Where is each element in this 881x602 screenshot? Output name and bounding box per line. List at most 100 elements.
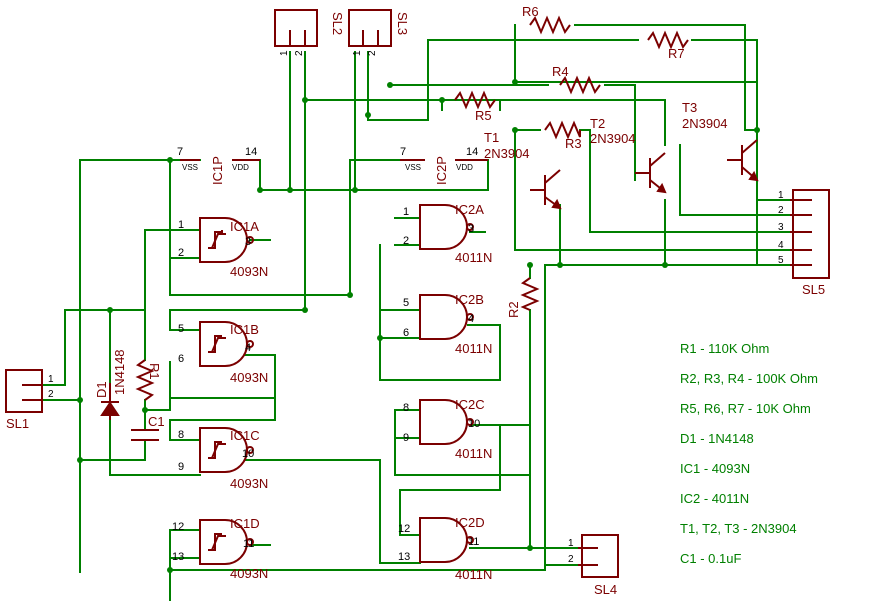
svg-text:2: 2 <box>48 389 54 400</box>
parts-list-item: T1, T2, T3 - 2N3904 <box>680 521 797 536</box>
svg-text:T3: T3 <box>682 100 697 115</box>
resistor-r7[interactable]: R7 <box>647 30 689 61</box>
svg-text:R1: R1 <box>147 363 162 380</box>
transistor-t3[interactable]: T3 2N3904 <box>682 100 759 182</box>
svg-text:14: 14 <box>466 146 478 158</box>
sl2-label: SL2 <box>330 12 345 35</box>
svg-text:IC2A: IC2A <box>455 202 484 217</box>
svg-text:2: 2 <box>367 50 378 56</box>
resistor-r3[interactable]: R3 <box>544 120 582 151</box>
svg-text:12: 12 <box>172 521 184 533</box>
svg-text:C1: C1 <box>148 414 165 429</box>
svg-text:8: 8 <box>178 429 184 441</box>
svg-text:2N3904: 2N3904 <box>484 146 530 161</box>
svg-text:4011N: 4011N <box>455 567 492 582</box>
gate-ic1c[interactable]: IC1C 4093N 8 9 10 <box>178 427 268 491</box>
sl3-label: SL3 <box>395 12 410 35</box>
svg-text:1N4148: 1N4148 <box>112 349 127 395</box>
ic1-power[interactable]: 7 14 VSS VDD IC1P <box>177 146 260 185</box>
svg-text:1: 1 <box>279 50 290 56</box>
svg-text:IC1A: IC1A <box>230 219 259 234</box>
svg-text:4093N: 4093N <box>230 476 268 491</box>
resistor-r6[interactable]: R6 <box>522 4 571 35</box>
svg-text:R3: R3 <box>565 136 582 151</box>
svg-text:IC1P: IC1P <box>210 156 225 185</box>
svg-text:VDD: VDD <box>232 163 249 172</box>
gate-ic1a[interactable]: IC1A 4093N 1 2 3 <box>178 217 268 279</box>
capacitor-c1[interactable]: C1 <box>131 414 165 441</box>
connector-sl2[interactable]: SL2 1 2 <box>274 9 345 56</box>
svg-text:1: 1 <box>403 206 409 218</box>
parts-list-item: R5, R6, R7 - 10K Ohm <box>680 401 811 416</box>
svg-text:11: 11 <box>243 538 254 550</box>
resistor-r2[interactable]: R2 <box>506 277 540 318</box>
parts-list-item: R2, R3, R4 - 100K Ohm <box>680 371 818 386</box>
parts-list-item: IC1 - 4093N <box>680 461 750 476</box>
connector-sl4[interactable]: SL4 1 2 <box>568 534 619 597</box>
svg-text:13: 13 <box>398 551 410 563</box>
svg-text:1: 1 <box>568 538 574 549</box>
svg-text:4: 4 <box>778 240 784 251</box>
parts-list: R1 - 110K Ohm R2, R3, R4 - 100K Ohm R5, … <box>680 341 818 566</box>
parts-list-item: D1 - 1N4148 <box>680 431 754 446</box>
transistor-t2[interactable]: T2 2N3904 <box>590 116 667 194</box>
svg-text:IC2B: IC2B <box>455 292 484 307</box>
svg-text:7: 7 <box>400 146 406 158</box>
svg-text:VSS: VSS <box>182 163 198 172</box>
svg-text:D1: D1 <box>94 381 109 398</box>
svg-text:IC1C: IC1C <box>230 428 260 443</box>
svg-text:VSS: VSS <box>405 163 421 172</box>
svg-text:1: 1 <box>778 190 784 201</box>
resistor-r4[interactable]: R4 <box>552 64 601 95</box>
gate-ic2b[interactable]: IC2B 4011N 5 6 4 <box>403 292 492 356</box>
connector-sl3[interactable]: SL3 1 2 <box>348 9 410 56</box>
gate-ic2a[interactable]: IC2A 4011N 1 2 3 <box>403 202 492 265</box>
gate-ic1d[interactable]: IC1D 4093N 12 13 11 <box>172 516 268 581</box>
svg-text:4093N: 4093N <box>230 566 268 581</box>
ic2-power[interactable]: 7 14 VSS VDD IC2P <box>400 146 488 185</box>
svg-text:4011N: 4011N <box>455 341 492 356</box>
svg-text:T2: T2 <box>590 116 605 131</box>
svg-text:9: 9 <box>403 432 409 444</box>
svg-text:VDD: VDD <box>456 163 473 172</box>
svg-text:5: 5 <box>778 255 784 266</box>
svg-text:12: 12 <box>398 523 410 535</box>
svg-text:R7: R7 <box>668 46 685 61</box>
svg-text:11: 11 <box>468 536 479 548</box>
sl1-label: SL1 <box>6 416 29 431</box>
diode-d1[interactable]: D1 1N4148 <box>94 349 127 420</box>
svg-text:7: 7 <box>177 146 183 158</box>
svg-text:R2: R2 <box>506 301 521 318</box>
svg-text:13: 13 <box>172 551 184 563</box>
svg-text:9: 9 <box>178 461 184 473</box>
connector-sl1[interactable]: SL1 1 2 <box>5 369 54 431</box>
svg-text:R4: R4 <box>552 64 569 79</box>
svg-text:8: 8 <box>403 402 409 414</box>
svg-text:IC2D: IC2D <box>455 515 485 530</box>
svg-text:2: 2 <box>403 235 409 247</box>
svg-text:3: 3 <box>468 223 474 235</box>
svg-text:IC2C: IC2C <box>455 397 485 412</box>
connector-sl5[interactable]: SL5 1 2 3 4 5 <box>778 189 830 297</box>
wires <box>41 24 791 601</box>
svg-text:14: 14 <box>245 146 257 158</box>
resistor-r5[interactable]: R5 <box>454 90 496 123</box>
svg-text:IC2P: IC2P <box>434 156 449 185</box>
gate-ic2d[interactable]: IC2D 4011N 12 13 11 <box>398 515 492 582</box>
transistor-t1[interactable]: T1 2N3904 <box>484 130 562 210</box>
svg-text:6: 6 <box>403 327 409 339</box>
svg-text:2: 2 <box>568 554 574 565</box>
svg-text:3: 3 <box>245 236 251 248</box>
svg-text:4093N: 4093N <box>230 264 268 279</box>
svg-text:2: 2 <box>294 50 305 56</box>
svg-text:1: 1 <box>178 219 184 231</box>
gate-ic2c[interactable]: IC2C 4011N 8 9 10 <box>403 397 492 461</box>
svg-text:IC1B: IC1B <box>230 322 259 337</box>
resistor-r1[interactable]: R1 <box>135 359 162 401</box>
gate-ic1b[interactable]: IC1B 4093N 5 6 4 <box>178 321 268 385</box>
svg-text:3: 3 <box>778 222 784 233</box>
svg-text:10: 10 <box>468 418 480 430</box>
parts-list-item: C1 - 0.1uF <box>680 551 741 566</box>
svg-text:2: 2 <box>178 247 184 259</box>
